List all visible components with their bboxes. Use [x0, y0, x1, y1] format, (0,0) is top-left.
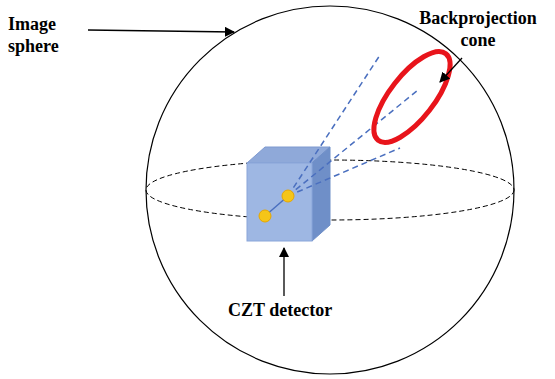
leader-arrow: [283, 248, 284, 296]
leader-arrow: [88, 30, 234, 32]
cube-side: [312, 147, 330, 241]
image-sphere-outline: [146, 6, 514, 374]
figure-label: Image sphere: [8, 14, 86, 57]
figure-label: CZT detector: [228, 300, 358, 322]
figure-label: Backprojection cone: [408, 8, 548, 51]
backprojection-ring: [361, 40, 463, 154]
interaction-dot: [282, 190, 294, 202]
leader-arrow: [440, 58, 462, 82]
interaction-dot: [259, 210, 271, 222]
